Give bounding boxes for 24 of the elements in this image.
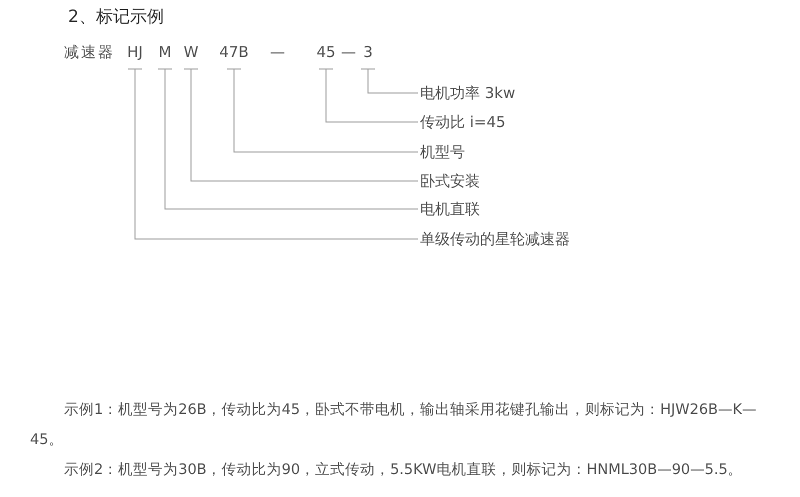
part-description: 电机直联 xyxy=(420,199,480,219)
part-description: 机型号 xyxy=(420,142,465,162)
leader-line xyxy=(360,68,418,94)
part-description: 卧式安装 xyxy=(420,171,480,191)
part-description: 电机功率 3kw xyxy=(420,83,516,103)
part-description: 传动比 i=45 xyxy=(420,112,506,132)
part-description: 单级传动的星轮减速器 xyxy=(420,229,570,249)
title: 2、标记示例 xyxy=(68,6,164,28)
leader-line xyxy=(318,68,418,122)
code-part: 45 xyxy=(315,42,337,69)
code-prefix: 减速器 xyxy=(64,42,115,62)
code-part: W xyxy=(182,42,200,69)
leader-line xyxy=(226,68,418,152)
example-paragraph: 示例2：机型号为30B，传动比为90，立式传动，5.5KW电机直联，则标记为：HNML30B—90—5.5。 xyxy=(63,460,744,480)
example-paragraph: 示例1：机型号为26B，传动比为45，卧式不带电机，输出轴采用花键孔输出，则标记为：HJW26B—K—45。 xyxy=(30,401,758,450)
code-part: M xyxy=(157,42,173,69)
dash: — xyxy=(270,42,285,62)
code-part: 3 xyxy=(362,42,374,69)
dash: — xyxy=(341,42,356,62)
leader-line xyxy=(158,68,418,210)
code-part: 47B xyxy=(219,42,249,69)
leader-line xyxy=(184,68,418,182)
code-part: HJ xyxy=(123,42,147,69)
leader-line xyxy=(128,68,418,240)
